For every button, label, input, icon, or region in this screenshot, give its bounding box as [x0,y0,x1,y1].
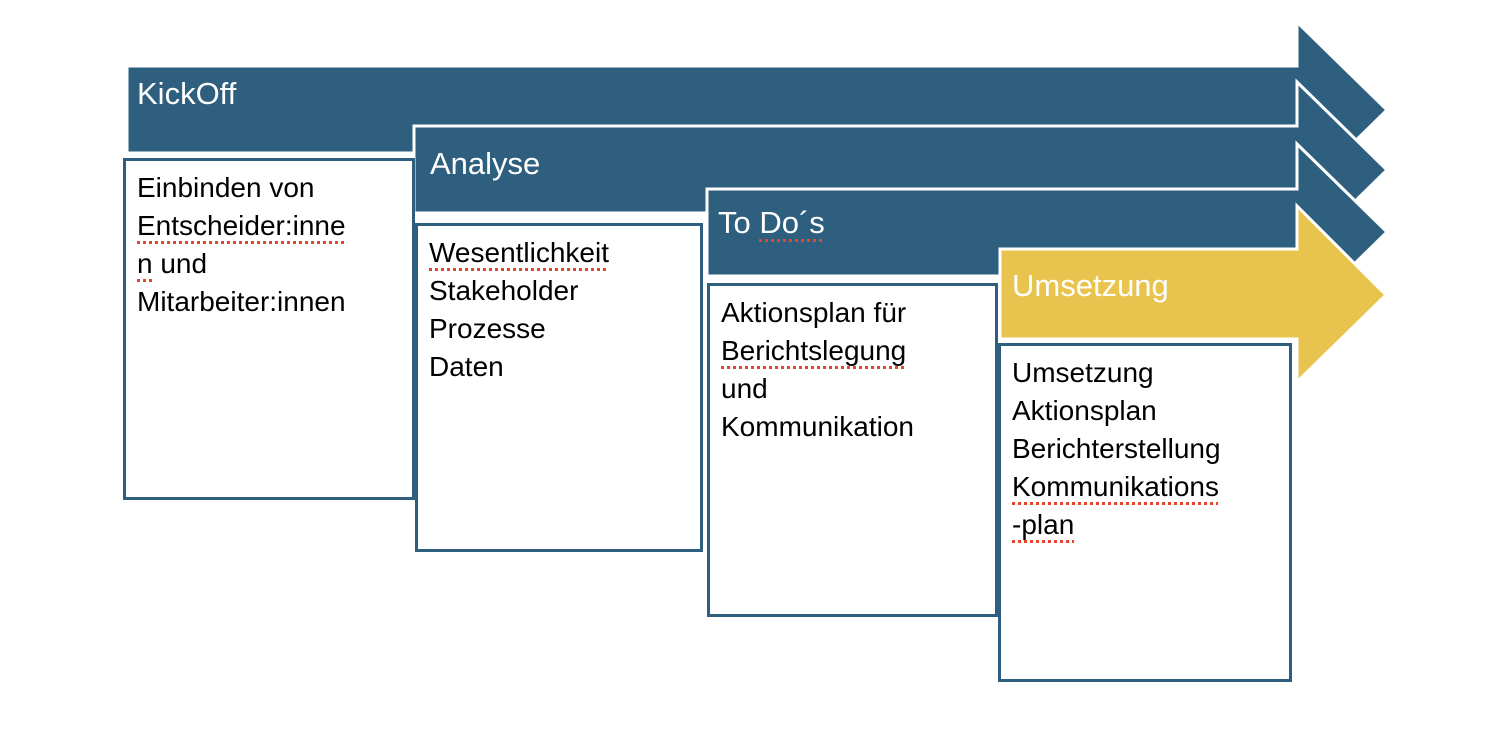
detail-text: Aktionsplan für [721,297,907,328]
detail-box-todos: Aktionsplan für Berichtslegung und Kommu… [707,283,998,617]
banner-label-analyse: Analyse [430,146,540,182]
banner-text: KickOff [137,76,237,111]
detail-line: Berichtslegung [721,332,985,370]
detail-line: Prozesse [429,310,690,348]
detail-line: Kommunikation [721,408,985,446]
detail-line: Einbinden von [137,169,402,207]
detail-line: Mitarbeiter:innen [137,283,402,321]
detail-line: Stakeholder [429,272,690,310]
detail-line: Berichterstellung [1012,430,1279,468]
detail-text: Berichterstellung [1012,433,1221,464]
detail-text-misspelled: -plan [1012,509,1075,540]
detail-line: Umsetzung [1012,354,1279,392]
detail-text: Mitarbeiter:innen [137,286,346,317]
detail-line: n und [137,245,402,283]
banner-label-kickoff: KickOff [137,76,236,112]
detail-text-misspelled: Wesentlichkeit [429,237,610,268]
detail-text: Einbinden von [137,172,315,203]
detail-line: Aktionsplan für [721,294,985,332]
detail-text: Stakeholder [429,275,579,306]
detail-line: und [721,370,985,408]
banner-label-todos: To Do´s [718,205,825,241]
detail-text-misspelled: Kommunikations [1012,471,1219,502]
banner-text: To [718,205,760,240]
detail-box-umsetzung: Umsetzung Aktionsplan Berichterstellung … [998,343,1292,682]
detail-text: und [721,373,768,404]
detail-text-misspelled: n [137,248,153,279]
detail-line: Daten [429,348,690,386]
detail-text-misspelled: Berichtslegung [721,335,907,366]
detail-line: Wesentlichkeit [429,234,690,272]
banner-label-umsetzung: Umsetzung [1012,268,1169,304]
detail-box-analyse: Wesentlichkeit Stakeholder Prozesse Date… [415,223,703,552]
detail-line: -plan [1012,506,1279,544]
detail-text: Kommunikation [721,411,914,442]
detail-line: Entscheider:inne [137,207,402,245]
detail-text: Daten [429,351,504,382]
banner-text: Umsetzung [1012,268,1169,303]
detail-text-misspelled: Entscheider:inne [137,210,346,241]
banner-text-misspelled: Do´s [759,205,825,240]
detail-text: Aktionsplan [1012,395,1157,426]
detail-text: und [152,248,208,279]
banner-text: Analyse [430,146,541,181]
detail-line: Aktionsplan [1012,392,1279,430]
detail-line: Kommunikations [1012,468,1279,506]
detail-text: Prozesse [429,313,546,344]
arrow-shape-umsetzung [998,202,1389,386]
detail-box-kickoff: Einbinden von Entscheider:inne n und Mit… [123,158,415,500]
detail-text: Umsetzung [1012,357,1154,388]
